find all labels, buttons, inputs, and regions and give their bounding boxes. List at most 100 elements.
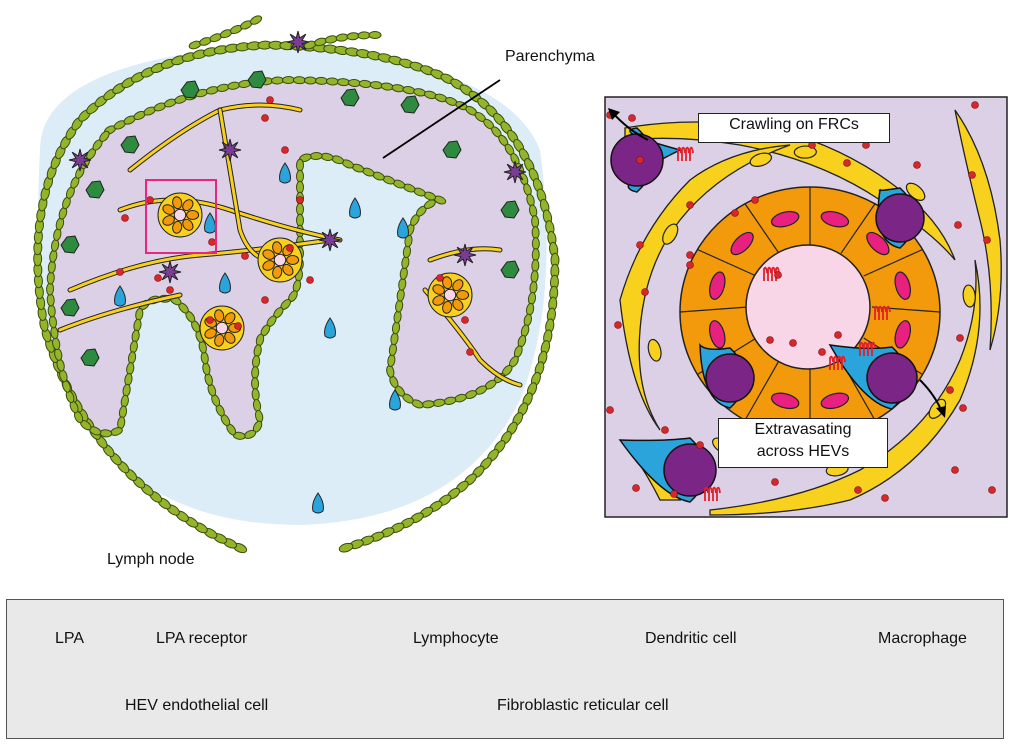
dendritic-cell <box>319 229 341 251</box>
lpa-dot <box>947 387 954 394</box>
hev-cell <box>287 256 299 265</box>
sinus-cell <box>297 159 304 171</box>
capsule-cell <box>338 542 354 554</box>
sinus-cell <box>532 259 540 271</box>
lpa-dot <box>914 162 921 169</box>
lpa-dot <box>637 157 644 164</box>
lpa-dot <box>775 272 782 279</box>
lpa-dot <box>637 242 644 249</box>
lpa-dot <box>732 210 739 217</box>
lpa-dot <box>957 335 964 342</box>
legend-lpa-label: LPA <box>55 630 84 648</box>
hev-lumen <box>444 289 456 301</box>
capsule-cell <box>325 35 338 44</box>
legend-macrophage-label: Macrophage <box>878 630 967 648</box>
lpa-dot <box>697 442 704 449</box>
lpa-dot <box>960 405 967 412</box>
sinus-cell <box>282 76 294 83</box>
legend-frc-label: Fibroblastic reticular cell <box>497 697 669 715</box>
sinus-cell <box>304 77 316 84</box>
capsule-cell <box>347 32 360 40</box>
lpa-dot <box>167 287 174 294</box>
legend-hev-cell-label: HEV endothelial cell <box>125 697 268 715</box>
lpa-dot <box>262 115 269 122</box>
lpa-dot <box>267 97 274 104</box>
sinus-cell <box>297 181 304 193</box>
hev-lumen <box>274 254 286 266</box>
dendritic-cell <box>287 31 309 53</box>
dendritic-cell <box>454 244 476 266</box>
extravasating-line-1: Extravasating <box>719 419 887 441</box>
legend-dendritic-label: Dendritic cell <box>645 630 737 648</box>
lpa-dot <box>287 245 294 252</box>
lpa-dot <box>952 467 959 474</box>
lpa-dot <box>629 115 636 122</box>
lpa-dot <box>615 322 622 329</box>
sinus-cell <box>271 77 283 85</box>
lymphocyte-extravasating-nucleus <box>867 353 917 403</box>
lpa-dot <box>955 222 962 229</box>
lpa-dot <box>989 487 996 494</box>
sinus-cell <box>251 366 259 378</box>
lymph-node-label: Lymph node <box>107 551 194 569</box>
sinus-cell <box>532 249 539 261</box>
sinus-cell <box>326 78 338 86</box>
sinus-cell <box>46 283 54 295</box>
hev-cell <box>187 211 199 220</box>
lpa-dot <box>235 323 242 330</box>
legend-lymphocyte-label: Lymphocyte <box>413 630 499 648</box>
lpa-dot <box>147 197 154 204</box>
sinus-cell <box>337 78 349 86</box>
sinus-cell <box>315 77 327 85</box>
lpa-dot <box>262 297 269 304</box>
dendritic-cell <box>159 261 181 283</box>
hev-cell <box>457 291 469 300</box>
sinus-cell <box>532 238 539 250</box>
sinus-cell <box>100 430 112 438</box>
sinus-cell <box>293 77 305 84</box>
lpa-dot <box>467 349 474 356</box>
lymphocyte-nucleus <box>706 354 754 402</box>
crawling-callout: Crawling on FRCs <box>698 113 890 143</box>
sinus-cell <box>297 203 304 215</box>
lpa-dot <box>209 239 216 246</box>
lpa-dot <box>687 252 694 259</box>
lpa-dot <box>844 160 851 167</box>
lpa-dot <box>462 317 469 324</box>
capsule-cell <box>369 31 381 38</box>
crawling-text: Crawling on FRCs <box>729 116 859 133</box>
lpa-dot <box>437 275 444 282</box>
capsule-cell <box>336 33 349 42</box>
lpa-dot <box>835 332 842 339</box>
hev-lumen <box>174 209 186 221</box>
lpa-dot <box>307 277 314 284</box>
lpa-dot <box>790 340 797 347</box>
lpa-dot <box>642 289 649 296</box>
lpa-dot <box>752 197 759 204</box>
legend-panel <box>6 599 1004 739</box>
lpa-dot <box>972 102 979 109</box>
lpa-dot <box>633 485 640 492</box>
lpa-dot <box>687 202 694 209</box>
lpa-dot <box>882 495 889 502</box>
lpa-dot <box>117 269 124 276</box>
lpa-dot <box>671 491 678 498</box>
lpa-dot <box>242 253 249 260</box>
lpa-dot <box>969 172 976 179</box>
legend-lpa-receptor-label: LPA receptor <box>156 630 247 648</box>
lpa-dot <box>772 479 779 486</box>
extravasating-callout: Extravasating across HEVs <box>718 418 888 468</box>
sinus-cell <box>532 227 539 239</box>
lymphocyte-nucleus <box>664 444 716 496</box>
lpa-dot <box>855 487 862 494</box>
dendritic-cell <box>504 161 526 183</box>
sinus-cell <box>310 152 322 160</box>
lpa-dot <box>297 197 304 204</box>
lpa-dot <box>687 262 694 269</box>
extravasating-line-2: across HEVs <box>719 441 887 463</box>
lpa-dot <box>819 349 826 356</box>
sinus-cell <box>297 170 304 182</box>
lpa-dot <box>662 427 669 434</box>
lymphocyte-nucleus <box>876 194 924 242</box>
lpa-dot <box>282 147 289 154</box>
